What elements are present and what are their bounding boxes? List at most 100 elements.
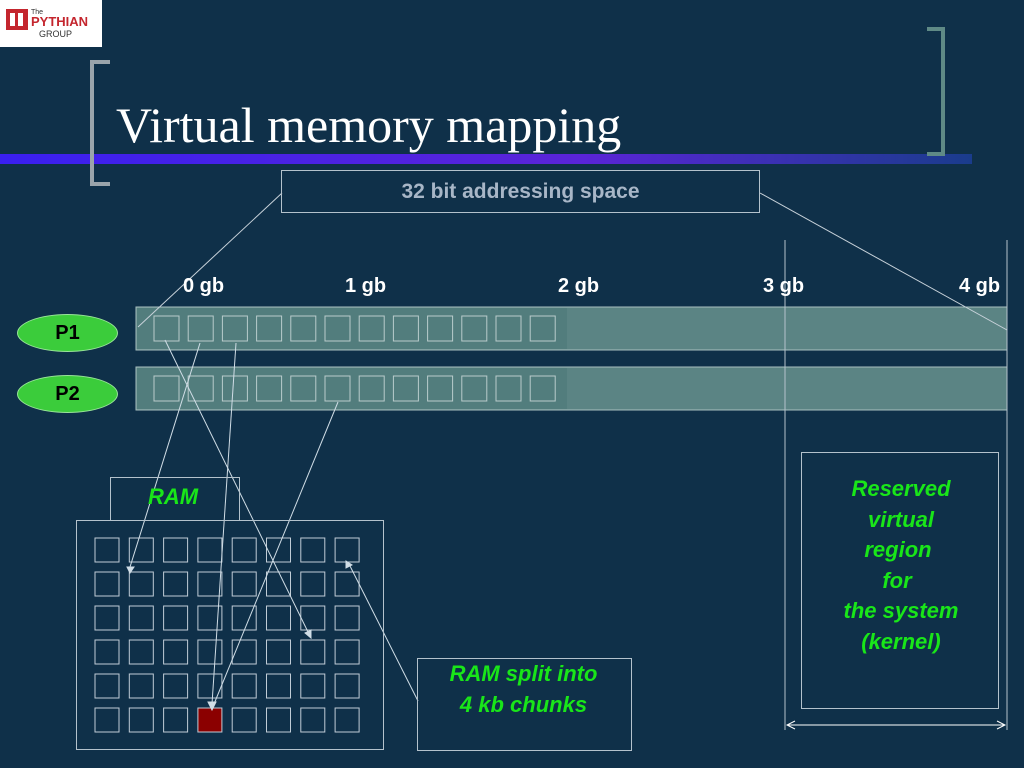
page-cell (187, 315, 214, 342)
ram-cell (197, 639, 223, 665)
ram-label-box: RAM (110, 477, 240, 521)
pythian-logo-icon (6, 9, 28, 30)
ram-cell (266, 707, 291, 733)
tick-label-0gb: 0 gb (183, 275, 225, 297)
ram-cell (300, 537, 326, 563)
kernel-note-line-1: Reserved (851, 476, 951, 501)
page-cell (221, 315, 248, 342)
page-cell (324, 315, 351, 342)
ram-cell (231, 707, 257, 733)
tick-label-3gb: 3 gb (763, 275, 805, 297)
ram-cell (163, 537, 189, 563)
ram-split-note-box: RAM split into 4 kb chunks (417, 658, 632, 751)
page-cell (358, 315, 385, 342)
logo-the-text: The (31, 9, 44, 16)
mapping-arrow (129, 342, 201, 568)
ram-cell (231, 537, 257, 563)
page-cell (495, 315, 522, 342)
ram-cell (266, 537, 291, 563)
address-space-box: 32 bit addressing space (281, 170, 760, 213)
page-cell (290, 375, 317, 402)
mapping-arrow (213, 401, 339, 705)
ram-label: RAM (148, 484, 199, 509)
ram-cell (231, 571, 257, 597)
page-cell (221, 375, 248, 402)
ram-cell (334, 707, 360, 733)
ram-split-line-1: RAM split into (449, 661, 598, 686)
page-cell (529, 375, 556, 402)
slide-title: Virtual memory mapping (116, 97, 622, 153)
ram-cell (300, 707, 326, 733)
kernel-arrow-left-icon (785, 720, 796, 730)
ram-cell (231, 639, 257, 665)
ram-cell (94, 707, 120, 733)
ram-split-note: RAM split into 4 kb chunks (418, 659, 629, 720)
ram-cell (334, 673, 360, 699)
ram-cell (266, 673, 291, 699)
ram-cell (197, 605, 223, 631)
page-cell (427, 375, 454, 402)
process-p2-badge: P2 (17, 375, 118, 413)
mapping-arrow-head (304, 629, 312, 640)
ram-split-pointer (349, 565, 419, 702)
kernel-note-line-2: virtual (867, 506, 935, 532)
kernel-note-line-6: (kernel) (861, 628, 941, 654)
ram-cell (334, 639, 360, 665)
ram-cell (128, 537, 154, 563)
ram-cell (163, 639, 189, 665)
ram-split-line-2: 4 kb chunks (459, 691, 588, 717)
ram-cell (94, 605, 120, 631)
ram-cell (197, 571, 223, 597)
ram-cell (128, 673, 154, 699)
left-bracket-icon (90, 60, 110, 186)
ram-cell (300, 571, 326, 597)
page-cell (290, 315, 317, 342)
kernel-note-line-3: region (864, 537, 932, 562)
ram-cell (300, 673, 326, 699)
ram-cell (94, 537, 120, 563)
page-cell (153, 315, 180, 342)
page-cell (358, 375, 385, 402)
page-cell (495, 375, 522, 402)
mapping-arrow (211, 342, 237, 705)
ram-cell (94, 639, 120, 665)
process-p2-label: P2 (55, 382, 80, 405)
ram-cell (128, 707, 154, 733)
process-p1-label: P1 (55, 321, 80, 344)
mapping-arrow (164, 339, 310, 635)
ram-cell (128, 639, 154, 665)
ram-cell (128, 571, 154, 597)
ram-cell (334, 605, 360, 631)
ram-cell (266, 639, 291, 665)
logo-group-text: GROUP (39, 29, 73, 39)
kernel-note-line-5: the system (843, 598, 959, 623)
kernel-note-line-4: for (882, 567, 912, 593)
ram-cell (163, 673, 189, 699)
tick-label-2gb: 2 gb (558, 275, 600, 297)
space-connector-left (137, 192, 283, 328)
kernel-region-box (801, 452, 999, 709)
title-underline (0, 154, 972, 164)
ram-split-pointer-head (345, 560, 353, 569)
page-cell (256, 375, 283, 402)
ram-cell (300, 639, 326, 665)
ram-cell (231, 673, 257, 699)
ram-cell (163, 605, 189, 631)
page-cell (153, 375, 180, 402)
page-cell (392, 375, 419, 402)
page-cell (461, 375, 488, 402)
ram-cell (163, 571, 189, 597)
mapping-arrow-head (126, 566, 135, 574)
ram-cell (163, 707, 189, 733)
ram-cell-highlighted (197, 707, 223, 733)
page-cell (427, 315, 454, 342)
ram-block (76, 520, 384, 750)
ram-cell (266, 605, 291, 631)
pythian-logo: The PYTHIAN GROUP (0, 0, 102, 47)
page-cell (392, 315, 419, 342)
page-cell (324, 375, 351, 402)
ram-cell (128, 605, 154, 631)
ram-cell (94, 673, 120, 699)
process-p1-badge: P1 (17, 314, 118, 352)
